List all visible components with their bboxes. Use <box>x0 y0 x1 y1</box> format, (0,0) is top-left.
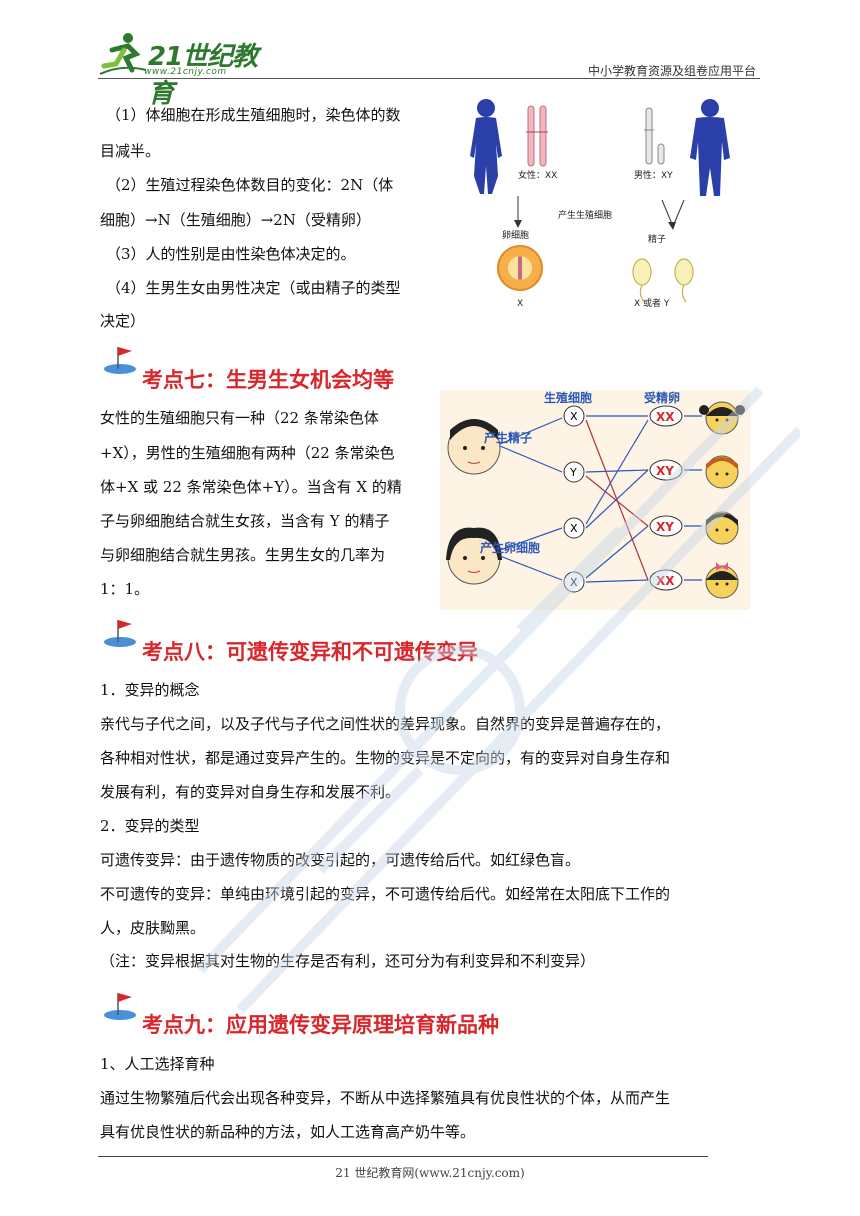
text-line: 1：1。 <box>100 580 150 598</box>
female-figure-icon <box>470 99 502 194</box>
male-chromosomes-icon <box>644 107 665 165</box>
text-line: 亲代与子代之间，以及子代与子代之间性状的差异现象。自然界的变异是普遍存在的， <box>100 715 671 733</box>
gamete-label: X <box>570 522 578 535</box>
site-logo[interactable]: 21世纪教育 www.21cnjy.com <box>98 30 268 109</box>
male-label: 男性：XY <box>634 169 673 181</box>
gamete-label: 产生生殖细胞 <box>558 209 612 221</box>
text-line: 1、人工选择育种 <box>100 1055 215 1073</box>
text-line: 与卵细胞结合就生男孩。生男生女的几率为 <box>100 546 386 564</box>
section8-heading: 考点八：可遗传变异和不可遗传变异 <box>142 640 478 664</box>
flag-icon <box>104 620 136 647</box>
flag-icon <box>104 347 136 374</box>
text-line: 细胞）→N（生殖细胞）→2N（受精卵） <box>100 211 371 229</box>
gamete-column-label: 生殖细胞 <box>544 390 592 405</box>
girl-face-icon <box>699 401 745 435</box>
gamete-label: X <box>570 576 578 589</box>
text-line: 可遗传变异：由于遗传物质的改变引起的，可遗传给后代。如红绿色盲。 <box>100 851 581 869</box>
female-face-icon <box>446 527 502 585</box>
zygote-label: XY <box>656 520 674 534</box>
text-line: 各种相对性状，都是通过变异产生的。生物的变异是不定向的，有的变异对自身生存和 <box>100 749 671 767</box>
zygote-label: XX <box>656 410 675 424</box>
text-line: 女性的生殖细胞只有一种（22 条常染色体 <box>100 409 379 427</box>
gamete-label: Y <box>569 466 577 479</box>
section7-heading: 考点七：生男生女机会均等 <box>142 368 394 392</box>
male-face-icon <box>447 419 501 475</box>
girl-face-icon <box>705 562 739 599</box>
text-line: 具有优良性状的新品种的方法，如人工选育高产奶牛等。 <box>100 1123 476 1141</box>
text-line: （3）人的性别是由性染色体决定的。 <box>106 245 356 263</box>
header-tagline: 中小学教育资源及组卷应用平台 <box>587 64 756 78</box>
female-chromosomes-icon <box>526 105 548 167</box>
text-line: （1）体细胞在形成生殖细胞时，染色体的数 <box>106 106 401 124</box>
page-footer[interactable]: 21 世纪教育网(www.21cnjy.com) <box>335 1166 525 1180</box>
text-line: （注：变异根据其对生物的生存是否有利，还可分为有利变异和不利变异） <box>100 952 596 970</box>
logo-text: 21世纪教育 <box>148 42 258 109</box>
egg-chrom-label: X <box>517 299 523 309</box>
text-line: 发展有利，有的变异对自身生存和发展不利。 <box>100 783 401 801</box>
text-line: （2）生殖过程染色体数目的变化：2N（体 <box>106 176 394 194</box>
text-line: 1．变异的概念 <box>100 681 200 699</box>
header-divider <box>98 78 760 79</box>
text-line: 体+X 或 22 条常染色体+Y）。当含有 X 的精 <box>100 478 402 496</box>
logo-url: www.21cnjy.com <box>144 67 227 77</box>
boy-face-icon <box>705 455 739 489</box>
flag-icon <box>104 993 136 1020</box>
text-line: +X），男性的生殖细胞有两种（22 条常染色 <box>100 444 395 462</box>
runner-logo-icon <box>99 33 147 75</box>
text-line: 目减半。 <box>100 142 161 160</box>
male-produce-label: 产生精子 <box>484 430 532 445</box>
text-line: 2．变异的类型 <box>100 817 200 835</box>
page-header: 21世纪教育 www.21cnjy.com 中小学教育资源及组卷应用平台 <box>98 30 760 109</box>
boy-face-icon <box>705 511 739 545</box>
egg-label: 卵细胞 <box>502 229 529 241</box>
zygote-label: XX <box>656 574 675 588</box>
gamete-circles: X Y X X <box>563 405 585 593</box>
section9-heading: 考点九：应用遗传变异原理培育新品种 <box>142 1013 499 1037</box>
text-line: 子与卵细胞结合就生女孩，当含有 Y 的精子 <box>100 512 390 530</box>
zygote-ovals: XX XY XY XX <box>649 405 683 591</box>
text-line: 决定） <box>100 312 146 330</box>
text-line: 人，皮肤黝黑。 <box>100 919 206 937</box>
sperm-chrom-label: X 或者 Y <box>634 297 670 309</box>
text-line: （4）生男生女由男性决定（或由精子的类型 <box>106 279 401 297</box>
fertilization-figure: 生殖细胞 受精卵 产生精子 产生卵细胞 <box>440 390 750 610</box>
zygote-label: XY <box>656 464 674 478</box>
gamete-label: X <box>570 410 578 423</box>
text-line: 不可遗传的变异：单纯由环境引起的变异，不可遗传给后代。如经常在太阳底下工作的 <box>100 885 671 903</box>
footer-divider <box>98 1156 708 1157</box>
text-line: 通过生物繁殖后代会出现各种变异，不断从中选择繁殖具有优良性状的个体，从而产生 <box>100 1089 671 1107</box>
male-figure-icon <box>690 99 730 196</box>
female-produce-label: 产生卵细胞 <box>480 540 540 555</box>
sperm-label: 精子 <box>648 233 666 245</box>
sperm-cell-icon <box>632 258 694 303</box>
female-label: 女性：XX <box>518 169 557 181</box>
zygote-column-label: 受精卵 <box>644 390 680 405</box>
chromosome-figure: 女性：XX 男性：XY 产生生殖细胞 卵细胞 <box>462 96 758 312</box>
